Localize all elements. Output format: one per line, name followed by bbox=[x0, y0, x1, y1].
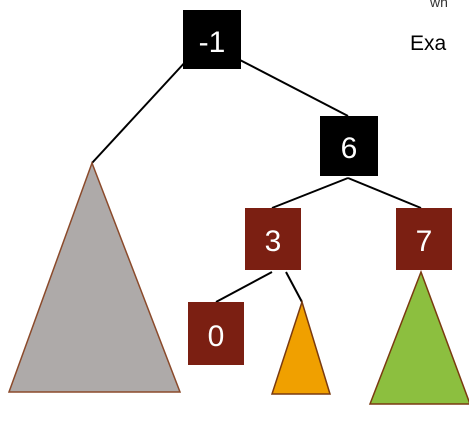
orange-subtree-triangle bbox=[270, 299, 332, 395]
node-3-label: 3 bbox=[265, 225, 282, 258]
tree-edges bbox=[91, 58, 422, 303]
node-root-label: -1 bbox=[199, 26, 226, 59]
green-subtree-triangle bbox=[368, 269, 469, 405]
node-0-label: 0 bbox=[208, 320, 225, 353]
node-6: 6 bbox=[320, 116, 378, 176]
edge-root-to-gray-subtree bbox=[91, 58, 189, 164]
node-7: 7 bbox=[396, 208, 452, 270]
clipped-text-example: Exa bbox=[410, 32, 447, 55]
node-0: 0 bbox=[188, 302, 244, 365]
edge-node-3-to-orange-subtree bbox=[285, 271, 303, 303]
node-root: -1 bbox=[183, 10, 241, 69]
edge-node-6-to-node-7 bbox=[347, 177, 422, 209]
clipped-text-top: wh bbox=[430, 0, 448, 10]
node-6-label: 6 bbox=[341, 132, 358, 165]
node-7-label: 7 bbox=[416, 225, 433, 258]
gray-subtree-triangle bbox=[7, 160, 182, 393]
edge-node-6-to-node-3 bbox=[271, 177, 349, 209]
edge-node-3-to-node-0 bbox=[215, 271, 273, 303]
node-3: 3 bbox=[245, 208, 301, 270]
edge-root-to-node-6 bbox=[237, 58, 349, 117]
